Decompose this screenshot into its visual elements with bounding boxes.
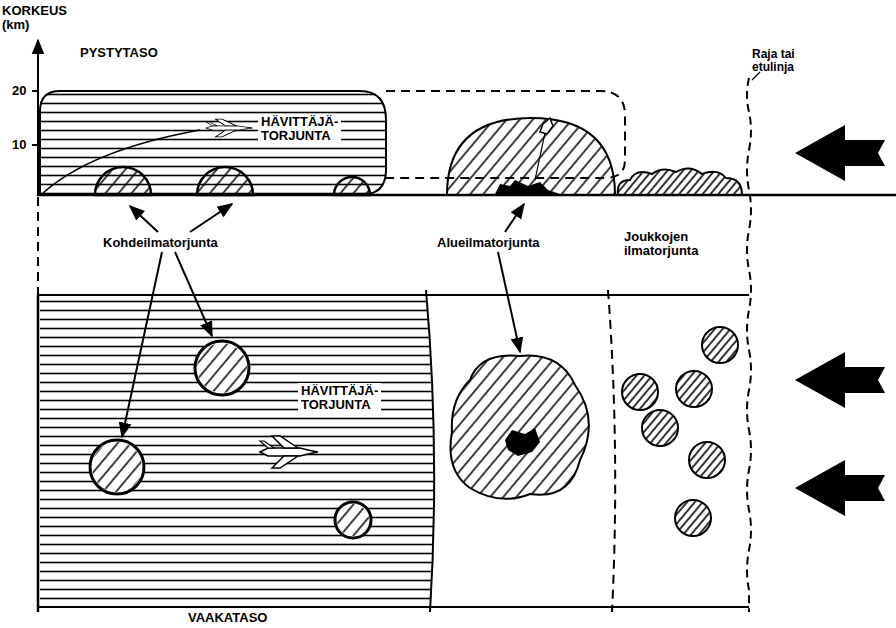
label: Kohdeilmatorjunta [103, 236, 218, 250]
label: VAAKATASO [188, 611, 267, 625]
label: PYSTYTASO [80, 46, 158, 60]
label: 20 [12, 84, 26, 98]
label: Joukkojen ilmatorjunta [624, 230, 698, 257]
label: KORKEUS (km) [2, 4, 67, 31]
label: 10 [12, 138, 26, 152]
zone-label: HÄVITTÄJÄ- TORJUNTA [298, 383, 381, 412]
fighter-zone: HÄVITTÄJÄ- TORJUNTA [40, 297, 428, 606]
label: Alueilmatorjunta [437, 236, 540, 250]
fighter-zone: HÄVITTÄJÄ- TORJUNTA [40, 91, 386, 195]
label: Raja tai etulinja [752, 48, 814, 73]
zone-label: HÄVITTÄJÄ- TORJUNTA [258, 114, 341, 143]
